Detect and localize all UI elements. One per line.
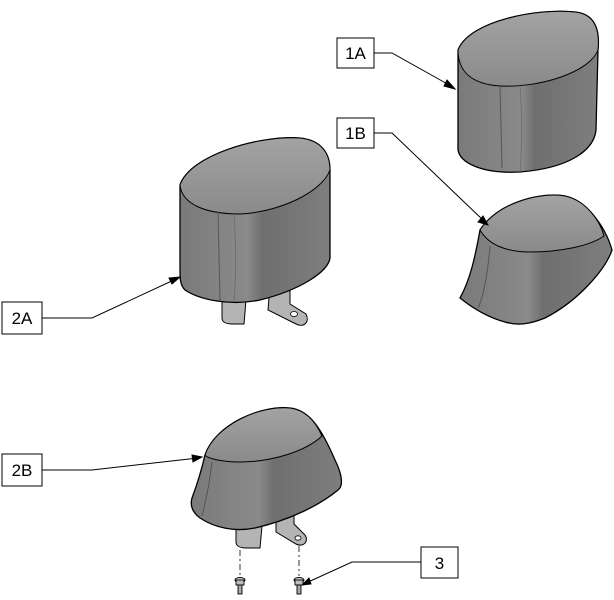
callout-1b: 1B xyxy=(336,117,375,149)
leader-2b xyxy=(42,457,199,471)
leader-lines xyxy=(42,52,490,586)
callout-1a: 1A xyxy=(336,37,375,69)
leader-2a xyxy=(42,278,177,319)
part-1a-cap xyxy=(457,10,600,173)
screw-left xyxy=(234,577,246,595)
callout-label-2a: 2A xyxy=(12,309,33,328)
callout-label-3: 3 xyxy=(435,554,444,573)
callout-label-2b: 2B xyxy=(12,461,33,480)
callout-label-1a: 1A xyxy=(345,44,366,63)
part-3-screws xyxy=(234,546,305,595)
part-2a-cap-with-bracket xyxy=(179,137,331,326)
arrowhead-3 xyxy=(300,577,312,586)
callout-2b: 2B xyxy=(1,453,43,487)
screw-right xyxy=(293,577,305,595)
arrowhead-1b xyxy=(477,215,490,226)
leader-1a xyxy=(374,52,452,87)
leader-3 xyxy=(305,561,421,584)
callout-2a: 2A xyxy=(1,301,43,335)
part-2b-cap-with-bracket xyxy=(190,407,343,549)
callout-3: 3 xyxy=(420,546,459,579)
callout-label-1b: 1B xyxy=(345,124,366,143)
arrowhead-2a xyxy=(168,276,182,285)
part-1b-cap xyxy=(459,194,613,325)
arrowhead-1a xyxy=(443,79,457,90)
leader-1b xyxy=(374,132,485,222)
arrowhead-2b xyxy=(191,454,204,463)
